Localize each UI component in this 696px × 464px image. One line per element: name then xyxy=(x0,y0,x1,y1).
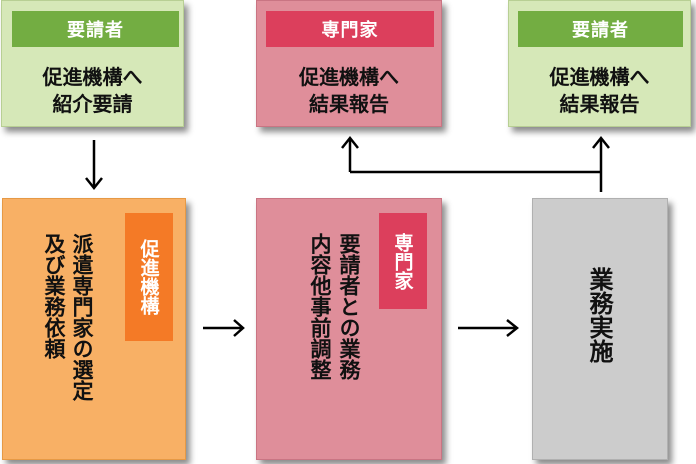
arrow-right-icon xyxy=(203,319,245,337)
promotion-task-col-2: 及び業務依頼 xyxy=(42,233,66,359)
referral-line-2: 紹介要請 xyxy=(52,92,133,116)
expert-report-box: 専門家 促進機構へ 結果報告 xyxy=(256,0,442,127)
promotion-task-col-1: 派遣専門家の選定 xyxy=(70,233,94,401)
expert-tag: 専門家 xyxy=(266,11,434,47)
requester-report-line-2: 結果報告 xyxy=(559,92,640,116)
requester-report-line-1: 促進機構へ xyxy=(549,65,650,89)
referral-line-1: 促進機構へ xyxy=(42,65,143,89)
promotion-org-tag: 促進機構 xyxy=(125,213,173,341)
requester-referral-box: 要請者 促進機構へ 紹介要請 xyxy=(1,0,184,127)
arrow-up-icon xyxy=(341,135,610,192)
arrow-right-icon xyxy=(458,319,520,337)
task-execution-label: 業務実施 xyxy=(585,267,613,363)
expert-task-col-1: 要請者との業務 xyxy=(337,233,361,380)
requester-report-box: 要請者 促進機構へ 結果報告 xyxy=(508,0,691,127)
arrow-down-icon xyxy=(85,140,103,191)
expert-report-line-2: 結果報告 xyxy=(309,92,389,116)
expert-tag-vertical: 専門家 xyxy=(379,213,427,309)
expert-task-col-2: 内容他事前調整 xyxy=(308,233,332,380)
requester-tag: 要請者 xyxy=(12,11,179,47)
expert-coordination-box: 専門家 要請者との業務 内容他事前調整 xyxy=(256,198,442,460)
promotion-org-box: 促進機構 派遣専門家の選定 及び業務依頼 xyxy=(2,198,186,460)
task-execution-box: 業務実施 xyxy=(532,198,668,460)
requester-tag: 要請者 xyxy=(518,11,683,47)
expert-report-line-1: 促進機構へ xyxy=(299,65,399,89)
